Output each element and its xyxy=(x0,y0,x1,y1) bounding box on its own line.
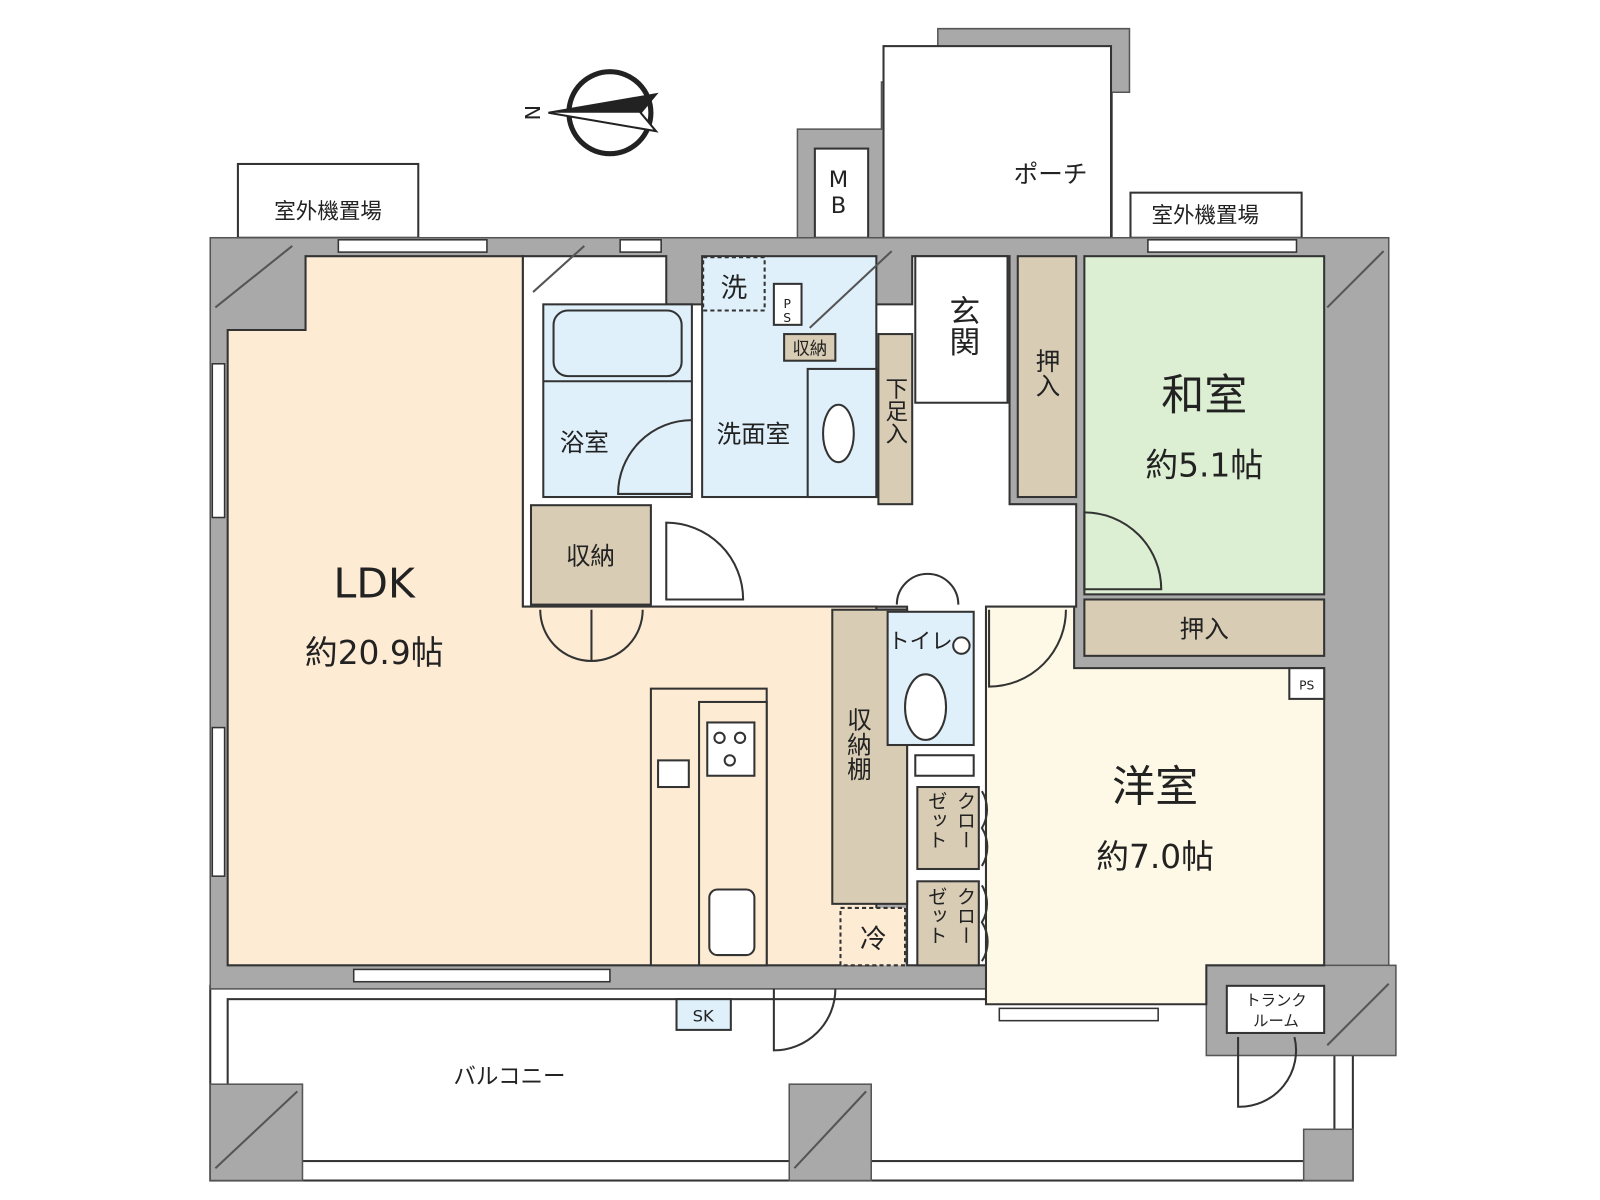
compass-icon: N xyxy=(520,69,659,157)
outdoor-unit-left-label: 室外機置場 xyxy=(274,199,382,224)
porch-label: ポーチ xyxy=(1014,159,1088,188)
balcony xyxy=(209,984,1354,1182)
outdoor-unit-right-label: 室外機置場 xyxy=(1152,203,1260,228)
entrance xyxy=(914,255,1009,404)
toilet-label: トイレ xyxy=(888,630,953,655)
room-yoshitsu xyxy=(984,605,1326,1006)
washroom-label: 洗面室 xyxy=(717,420,791,449)
shelf-label: 収納棚 xyxy=(843,707,872,781)
trunk-line-1: トランク xyxy=(1245,991,1306,1009)
fridge-space xyxy=(839,906,907,967)
door-swing xyxy=(1237,1036,1298,1108)
hall-storage xyxy=(529,504,652,606)
closet-1 xyxy=(916,785,980,871)
sk-label: SK xyxy=(693,1007,715,1026)
shoe-cabinet-label: 下足入 xyxy=(882,377,908,445)
outdoor-unit-area-left xyxy=(236,162,420,239)
balcony-label: バルコニー xyxy=(453,1064,565,1090)
stove-icon xyxy=(706,721,756,777)
pipe-space-small xyxy=(1288,667,1326,700)
pillar xyxy=(1302,1128,1354,1182)
basin-icon xyxy=(822,403,855,464)
entrance-label: 玄関 xyxy=(943,295,979,357)
washroom-storage xyxy=(783,333,837,362)
slop-sink xyxy=(675,998,732,1031)
balcony-inner xyxy=(226,998,1336,1163)
washer-label: 洗 xyxy=(721,273,748,304)
wall-hatches xyxy=(214,245,1390,1169)
closet-2-line-2: ゼット xyxy=(924,886,947,944)
ps-label: PS xyxy=(780,297,794,325)
ldk-name: LDK xyxy=(334,559,416,607)
mb-label: MB xyxy=(825,167,851,219)
ldk-size: 約20.9帖 xyxy=(305,634,444,672)
windows xyxy=(211,239,1298,1022)
pipe-space xyxy=(772,282,803,326)
oshiire-bottom-label: 押入 xyxy=(1180,614,1229,643)
yoshitsu-size: 約7.0帖 xyxy=(1096,838,1214,876)
hall-storage-label: 収納 xyxy=(566,542,615,571)
room-washitsu xyxy=(1083,255,1326,596)
bath-label: 浴室 xyxy=(560,428,609,457)
closet-1-line-2: ゼット xyxy=(924,791,947,849)
washitsu-size: 約5.1帖 xyxy=(1145,447,1263,485)
door-swing xyxy=(617,419,692,495)
toilet-icon xyxy=(904,673,948,741)
closet-2-line-1: クロー xyxy=(953,886,976,944)
door-swing xyxy=(665,521,745,601)
yoshitsu-name: 洋室 xyxy=(1112,762,1198,812)
paper-holder-icon xyxy=(952,636,971,655)
closet-doors xyxy=(980,790,989,962)
shelf xyxy=(914,754,975,777)
closet-2 xyxy=(916,880,980,967)
sink-icon xyxy=(708,888,756,957)
trunk-line-2: ルーム xyxy=(1253,1012,1299,1030)
trunk-room xyxy=(1225,984,1326,1034)
oshiire-left xyxy=(1016,255,1078,499)
dishwasher-icon xyxy=(657,759,690,789)
compass-north-label: N xyxy=(520,105,544,120)
bathtub-icon xyxy=(552,309,683,378)
closet-1-line-1: クロー xyxy=(953,791,976,849)
door-swing xyxy=(988,609,1067,688)
ps-small-label: PS xyxy=(1299,679,1314,693)
washitsu-name: 和室 xyxy=(1161,371,1247,421)
shoe-cabinet xyxy=(877,333,914,506)
fridge-label: 冷 xyxy=(860,924,887,955)
outdoor-unit-area-right xyxy=(1129,191,1303,239)
oshiire-left-label: 押入 xyxy=(1032,348,1061,398)
porch xyxy=(882,45,1113,239)
door-swing xyxy=(539,609,644,662)
oshiire-bottom xyxy=(1083,598,1326,657)
washer-space xyxy=(702,256,766,312)
door-swing xyxy=(772,988,837,1052)
door-swing xyxy=(1083,511,1163,591)
washroom-storage-label: 収納 xyxy=(792,340,827,360)
meter-box xyxy=(813,147,870,239)
